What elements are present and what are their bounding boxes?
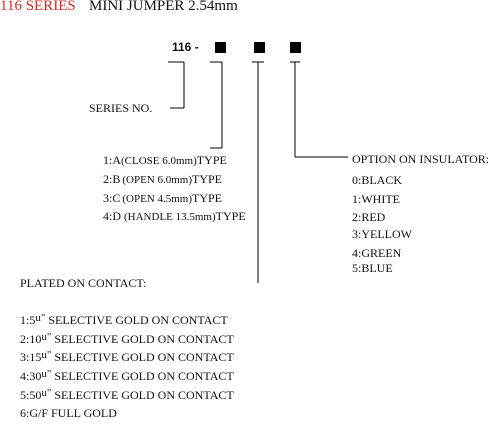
series-no-label: SERIES NO. <box>89 101 153 115</box>
plating-option: 4:30u" SELECTIVE GOLD ON CONTACT <box>20 368 234 383</box>
plating-option: 5:50u" SELECTIVE GOLD ON CONTACT <box>20 387 234 402</box>
plating-option: 2:10u" SELECTIVE GOLD ON CONTACT <box>20 331 234 346</box>
insulator-option: 0:BLACK <box>352 173 403 187</box>
code-box-plating <box>254 42 265 53</box>
type-option: 4:D(HANDLE 13.5mm)TYPE <box>103 209 246 223</box>
product-title: MINI JUMPER 2.54mm <box>89 0 238 14</box>
plating-option-full-gold: 6:G/F FULL GOLD <box>20 406 117 420</box>
series-title: 116 SERIES <box>0 0 76 14</box>
code-box-type <box>215 42 226 53</box>
type-option: 1:A(CLOSE 6.0mm)TYPE <box>103 153 227 167</box>
insulator-option: 1:WHITE <box>352 192 400 206</box>
insulator-option: 5:BLUE <box>352 261 393 275</box>
insulator-title: OPTION ON INSULATOR: <box>352 152 490 166</box>
insulator-option: 4:GREEN <box>352 246 402 260</box>
plating-option: 1:5u" SELECTIVE GOLD ON CONTACT <box>20 312 228 327</box>
type-option: 2:B(OPEN 6.0mm)TYPE <box>103 172 223 186</box>
part-code-prefix: 116 - <box>172 40 199 54</box>
insulator-option: 3:YELLOW <box>352 227 412 241</box>
plating-option: 3:15u" SELECTIVE GOLD ON CONTACT <box>20 349 234 364</box>
type-option: 3:C(OPEN 4.5mm)TYPE <box>103 191 223 205</box>
plating-title: PLATED ON CONTACT: <box>20 276 147 290</box>
code-box-insulator <box>290 42 301 53</box>
insulator-option: 2:RED <box>352 210 386 224</box>
